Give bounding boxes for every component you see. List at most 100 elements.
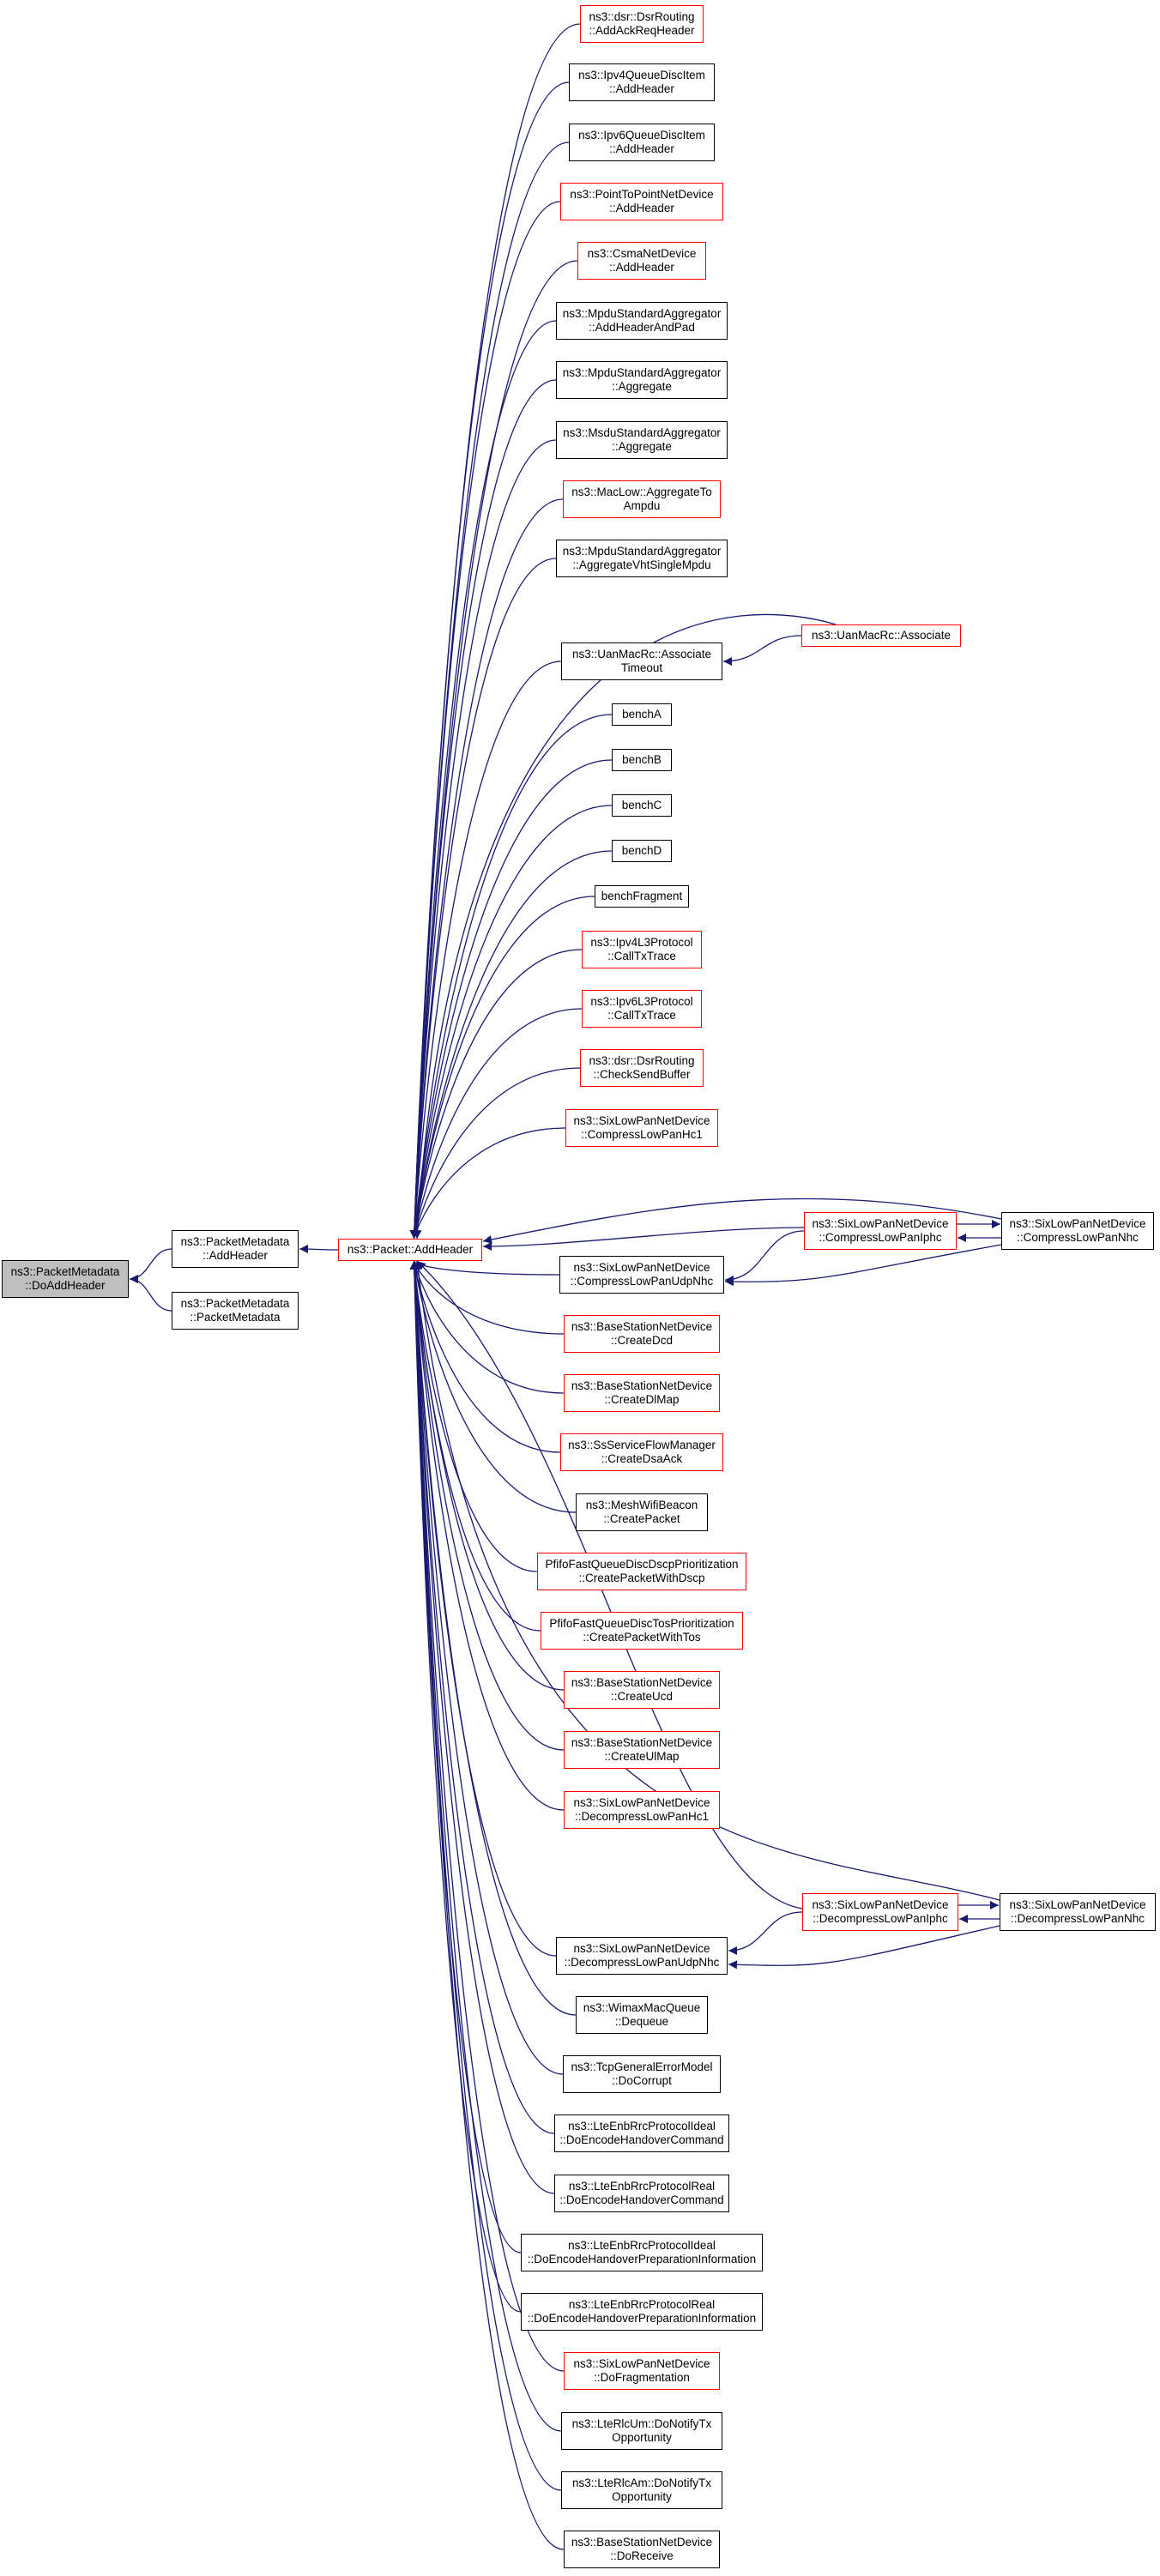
node-label-line-2: ::DoFragmentation	[594, 2371, 690, 2384]
node-ipv6queuediscitem-addheader[interactable]: ns3::Ipv6QueueDiscItem::AddHeader	[569, 124, 715, 161]
node-packetmetadata-ctor[interactable]: ns3::PacketMetadata::PacketMetadata	[172, 1292, 299, 1330]
node-label-line-2: ::CreateDsaAck	[601, 1452, 683, 1465]
node-label-line-1: ns3::SixLowPanNetDevice	[1009, 1898, 1146, 1911]
node-basestation-doreceive[interactable]: ns3::BaseStationNetDevice::DoReceive	[564, 2531, 720, 2568]
node-sixlowpan-dofragmentation[interactable]: ns3::SixLowPanNetDevice::DoFragmentation	[564, 2352, 720, 2390]
node-label-line-1: ns3::MeshWifiBeacon	[585, 1499, 698, 1511]
node-label-line-2: ::AddHeader	[609, 142, 674, 155]
node-benchfragment[interactable]: benchFragment	[595, 885, 689, 908]
node-wimaxmacqueue-dequeue[interactable]: ns3::WimaxMacQueue::Dequeue	[576, 1996, 708, 2034]
node-label-line-1: ns3::Ipv4QueueDiscItem	[578, 69, 705, 81]
node-mpdustandardaggregator-addheaderandpad[interactable]: ns3::MpduStandardAggregator::AddHeaderAn…	[556, 302, 728, 340]
node-benchc[interactable]: benchC	[612, 794, 672, 817]
node-sixlowpan-decompresslowpannhc[interactable]: ns3::SixLowPanNetDevice::DecompressLowPa…	[1000, 1893, 1156, 1931]
node-lteenbrrcprotocolideal-doencodehandoverpreparationinformation[interactable]: ns3::LteEnbRrcProtocolIdeal::DoEncodeHan…	[521, 2234, 763, 2271]
node-label-line-1: ns3::SixLowPanNetDevice	[573, 2357, 710, 2370]
node-mpdustandardaggregator-aggregate[interactable]: ns3::MpduStandardAggregator::Aggregate	[556, 361, 728, 399]
call-edge	[409, 23, 581, 1240]
call-edge	[724, 1230, 805, 1284]
call-edge	[409, 260, 578, 1240]
node-label-line-1: ns3::BaseStationNetDevice	[571, 1379, 713, 1392]
node-label-line-2: ::CallTxTrace	[607, 1009, 676, 1022]
node-basestation-createdlmap[interactable]: ns3::BaseStationNetDevice::CreateDlMap	[564, 1374, 720, 1412]
node-dsrrouting-addackreqheader[interactable]: ns3::dsr::DsrRouting::AddAckReqHeader	[580, 5, 704, 43]
node-csmanetdevice-addheader[interactable]: ns3::CsmaNetDevice::AddHeader	[577, 242, 706, 280]
node-label-line-1: benchB	[622, 753, 662, 766]
node-pfifofast-createpacketwithdscp[interactable]: PfifoFastQueueDiscDscpPrioritization::Cr…	[537, 1553, 746, 1590]
node-label-line-1: ns3::SixLowPanNetDevice	[573, 1796, 710, 1809]
node-label-line-1: ns3::SixLowPanNetDevice	[573, 1261, 710, 1274]
node-ssserviceflowmanager-createdsaack[interactable]: ns3::SsServiceFlowManager::CreateDsaAck	[560, 1433, 723, 1471]
node-label-line-2: ::CompressLowPanNhc	[1017, 1231, 1139, 1244]
node-label-line-2: ::CompressLowPanIphc	[819, 1231, 942, 1244]
node-benchd[interactable]: benchD	[612, 840, 672, 862]
node-basestation-createulmap[interactable]: ns3::BaseStationNetDevice::CreateUlMap	[564, 1731, 720, 1769]
node-lteenbrrcprotocolreal-doencodehandovercommand[interactable]: ns3::LteEnbRrcProtocolReal::DoEncodeHand…	[554, 2175, 729, 2212]
node-lteenbrrcprotocolreal-doencodehandoverpreparationinformation[interactable]: ns3::LteEnbRrcProtocolReal::DoEncodeHand…	[521, 2293, 763, 2331]
node-uanmacrc-associate[interactable]: ns3::UanMacRc::Associate	[801, 624, 961, 647]
node-msdustandardaggregator-aggregate[interactable]: ns3::MsduStandardAggregator::Aggregate	[556, 421, 728, 459]
node-sixlowpan-compresslowpanudpnhc[interactable]: ns3::SixLowPanNetDevice::CompressLowPanU…	[559, 1256, 724, 1294]
node-sixlowpan-decompresslowpanudpnhc[interactable]: ns3::SixLowPanNetDevice::DecompressLowPa…	[556, 1937, 728, 1975]
node-ipv4l3protocol-calltxtrace[interactable]: ns3::Ipv4L3Protocol::CallTxTrace	[582, 931, 702, 968]
node-bencha[interactable]: benchA	[612, 703, 672, 726]
call-edge	[482, 1227, 805, 1251]
node-ipv6l3protocol-calltxtrace[interactable]: ns3::Ipv6L3Protocol::CallTxTrace	[582, 990, 702, 1028]
node-benchb[interactable]: benchB	[612, 749, 672, 771]
node-lteenbrrcprotocolideal-doencodehandovercommand[interactable]: ns3::LteEnbRrcProtocolIdeal::DoEncodeHan…	[554, 2114, 729, 2152]
node-sixlowpan-compresslowpanhc1[interactable]: ns3::SixLowPanNetDevice::CompressLowPanH…	[565, 1109, 718, 1147]
node-basestation-createucd[interactable]: ns3::BaseStationNetDevice::CreateUcd	[564, 1671, 720, 1709]
node-sixlowpan-compresslowpaniphc[interactable]: ns3::SixLowPanNetDevice::CompressLowPanI…	[804, 1212, 957, 1250]
node-label-line-2: ::CompressLowPanUdpNhc	[570, 1275, 714, 1288]
node-basestation-createdcd[interactable]: ns3::BaseStationNetDevice::CreateDcd	[564, 1315, 720, 1353]
node-label-line-1: ns3::LteEnbRrcProtocolReal	[568, 2180, 716, 2193]
node-dsrrouting-checksendbuffer[interactable]: ns3::dsr::DsrRouting::CheckSendBuffer	[580, 1049, 704, 1087]
node-label-line-1: ns3::PointToPointNetDevice	[570, 188, 714, 201]
node-pointtopointnetdevice-addheader[interactable]: ns3::PointToPointNetDevice::AddHeader	[560, 183, 723, 220]
node-label-line-1: PfifoFastQueueDiscDscpPrioritization	[545, 1558, 739, 1571]
node-sixlowpan-decompresslowpanhc1[interactable]: ns3::SixLowPanNetDevice::DecompressLowPa…	[564, 1791, 720, 1829]
call-edge	[482, 1198, 1002, 1244]
node-label-line-1: ns3::CsmaNetDevice	[587, 247, 697, 260]
node-label-line-1: ns3::PacketMetadata	[180, 1297, 290, 1310]
node-packetmetadata-doaddheader[interactable]: ns3::PacketMetadata::DoAddHeader	[2, 1260, 129, 1298]
node-label-line-2: Timeout	[620, 661, 663, 674]
node-meshwifibeacon-createpacket[interactable]: ns3::MeshWifiBeacon::CreatePacket	[576, 1493, 708, 1531]
node-label-line-2: ::DoReceive	[610, 2549, 674, 2562]
node-mpdustandardaggregator-aggregatevhtsinglempdu[interactable]: ns3::MpduStandardAggregator::AggregateVh…	[556, 540, 728, 577]
node-sixlowpan-decompresslowpaniphc[interactable]: ns3::SixLowPanNetDevice::DecompressLowPa…	[802, 1893, 958, 1931]
node-label-line-2: ::AddHeader	[202, 1249, 268, 1262]
node-sixlowpan-compresslowpannhc[interactable]: ns3::SixLowPanNetDevice::CompressLowPanN…	[1001, 1212, 1154, 1250]
node-label-line-1: ns3::dsr::DsrRouting	[589, 1054, 695, 1067]
node-label-line-2: ::CompressLowPanHc1	[581, 1128, 703, 1141]
call-edge	[409, 320, 557, 1240]
node-label-line-1: ns3::SixLowPanNetDevice	[573, 1942, 710, 1955]
node-tcpgeneralerrormodel-docorrupt[interactable]: ns3::TcpGeneralErrorModel::DoCorrupt	[563, 2055, 721, 2093]
node-label-line-1: ns3::BaseStationNetDevice	[571, 1676, 713, 1689]
node-label-line-1: ns3::PacketMetadata	[10, 1265, 120, 1278]
node-label-line-2: ::AggregateVhtSingleMpdu	[572, 558, 711, 571]
call-edge	[409, 1260, 560, 1276]
call-edge	[409, 661, 562, 1240]
node-label-line-2: ::DoAddHeader	[25, 1279, 106, 1292]
node-label-line-1: ns3::UanMacRc::Associate	[571, 648, 712, 661]
node-packetmetadata-addheader[interactable]: ns3::PacketMetadata::AddHeader	[172, 1230, 299, 1268]
node-label-line-2: ::DoEncodeHandoverPreparationInformation	[527, 2253, 757, 2265]
node-pfifofast-createpacketwithtos[interactable]: PfifoFastQueueDiscTosPrioritization::Cre…	[541, 1612, 743, 1650]
call-edge	[409, 1260, 565, 1335]
call-edge	[409, 1127, 566, 1240]
node-label-line-1: ns3::SixLowPanNetDevice	[573, 1114, 710, 1127]
call-edge	[409, 81, 570, 1240]
node-label-line-2: Opportunity	[612, 2431, 672, 2444]
node-label-line-1: ns3::UanMacRc::Associate	[811, 629, 952, 642]
node-packet-addheader[interactable]: ns3::Packet::AddHeader	[338, 1239, 482, 1261]
node-label-line-1: ns3::dsr::DsrRouting	[589, 10, 695, 23]
node-label-line-1: ns3::LteEnbRrcProtocolIdeal	[568, 2120, 716, 2133]
node-label-line-2: ::DoEncodeHandoverPreparationInformation	[527, 2312, 757, 2325]
node-ipv4queuediscitem-addheader[interactable]: ns3::Ipv4QueueDiscItem::AddHeader	[569, 63, 715, 101]
